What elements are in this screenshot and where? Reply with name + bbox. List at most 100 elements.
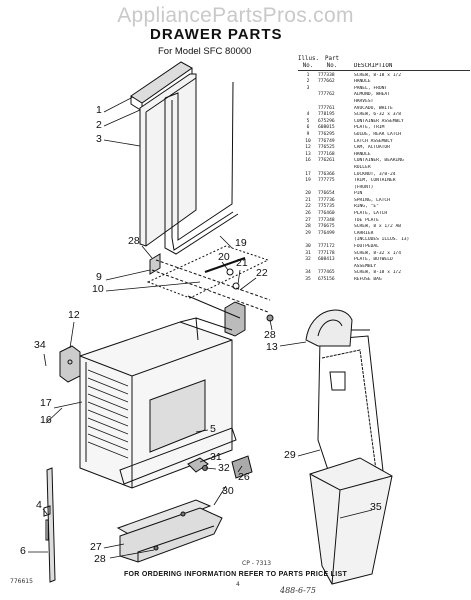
parts-row: ROLLER [298,165,470,172]
callout-35: 35 [370,501,382,513]
part-number: 775735 [318,204,335,210]
part-illus-no: 32 [305,257,311,263]
watermark: AppliancePartsPros.com [117,4,354,27]
part-number: 777338 [318,72,335,78]
part-description: TOE PLATE [354,217,379,223]
part-description: GUIDE, REAR LATCH [354,131,402,137]
part-number: 777761 [318,105,335,111]
part-number: 777178 [318,250,335,256]
callout-34: 34 [34,339,46,351]
refuse-bag-part [309,457,393,585]
callout-17: 17 [40,397,52,409]
parts-row: 5 675296 CONTAINER ASSEMBLY [298,119,470,126]
part-number: 675156 [318,277,335,282]
parts-row: 30 777172 FOOTPEDAL [298,244,470,251]
part-description: RING, "E" [354,204,379,210]
part-description: FOOTPEDAL [354,244,379,250]
part-description: LOCKNUT, 3/8-24 [354,171,396,177]
left-code: 776615 [10,578,33,585]
part-number: 777168 [318,151,335,157]
part-illus-no: 34 [305,270,311,276]
callout-13: 13 [266,341,278,353]
part-illus-no: 2 [306,79,310,85]
part-illus-no: 21 [305,197,311,203]
part-number: 608413 [318,257,335,263]
part-illus-no: 29 [305,230,311,236]
part-number: 776366 [318,171,335,177]
part-illus-no: 35 [305,277,311,282]
part-description: PLATE, TRIM [354,125,385,131]
part-number: 777172 [318,244,335,250]
callout-1: 1 [96,104,102,116]
part-number: 777762 [318,92,335,98]
part-description: SCREW, 8-18 x 1/2 [354,72,402,78]
parts-header: Illus. Part [298,56,470,63]
part-description: (INCLUDES ILLUS. 13) [354,237,410,243]
trim-plate-part [46,467,56,583]
part-description: SCREW, 8-32 x 1/4 [354,250,402,256]
part-number: 776675 [318,224,335,230]
part-number: 608015 [318,125,335,131]
callout-3: 3 [96,133,102,145]
part-illus-no: 28 [305,224,311,230]
page-title: DRAWER PARTS [150,26,283,43]
callout-32: 32 [218,462,230,474]
parts-row: (FRONT) [298,185,470,192]
parts-header-2: No. No. DESCRIPTION [298,63,470,71]
part-illus-no: 6 [306,125,310,131]
part-illus-no: 20 [305,191,311,197]
parts-row: 34 777465 SCREW, 8-18 x 1/2 [298,270,470,277]
actuator-cam-part [59,345,81,383]
part-number: 776749 [318,138,335,144]
callout-22: 22 [256,267,268,279]
part-description: SCREW, 6-32 x 3/8 [354,112,402,118]
header-part-no: No. [326,62,338,69]
parts-row: 1 777338 SCREW, 8-18 x 1/2 [298,73,470,80]
part-illus-no: 9 [306,131,310,137]
part-number: 776654 [318,191,335,197]
header-description: DESCRIPTION [354,62,393,69]
part-description: ASSEMBLY [354,263,377,269]
part-description: ROLLER [354,164,371,170]
page-number: 4 [236,581,240,588]
part-description: PLATE, LATCH [354,211,388,217]
part-description: CARRIER [354,230,374,236]
part-illus-no: 30 [305,244,311,250]
parts-row: 6 608015 PLATE, TRIM [298,125,470,132]
part-illus-no: 12 [305,145,311,151]
latch-plate-part [153,455,253,551]
part-illus-no: 3 [306,85,310,91]
part-description: HANDLE [354,79,371,85]
model-subtitle: For Model SFC 80000 [158,46,252,57]
part-description: CONTAINER ASSEMBLY [354,118,404,124]
part-number: 675296 [318,118,335,124]
part-illus-no: 27 [305,217,311,223]
callout-12: 12 [68,309,80,321]
parts-row: 27 777348 TOE PLATE [298,218,470,225]
part-number: 777465 [318,270,335,276]
header-illus-no: No. [302,62,314,69]
parts-row: HARVEST [298,99,470,106]
part-number: 777348 [318,217,335,223]
part-number: 777662 [318,79,335,85]
screw-part [43,505,51,541]
parts-row: 2 777662 HANDLE [298,79,470,86]
part-description: SCREW, 8-18 x 1/2 [354,270,402,276]
part-illus-no: 5 [306,118,310,124]
part-number: 776460 [318,211,335,217]
parts-row: 32 608413 PLATE, BUTWELD [298,257,470,264]
part-illus-no: 1 [306,72,310,78]
part-description: PLATE, BUTWELD [354,257,393,263]
part-description: SCREW, 8 x 1/2 AB [354,224,402,230]
part-illus-no: 4 [306,112,310,118]
callout-30: 30 [222,485,234,497]
header-illus: Illus. [298,56,319,62]
